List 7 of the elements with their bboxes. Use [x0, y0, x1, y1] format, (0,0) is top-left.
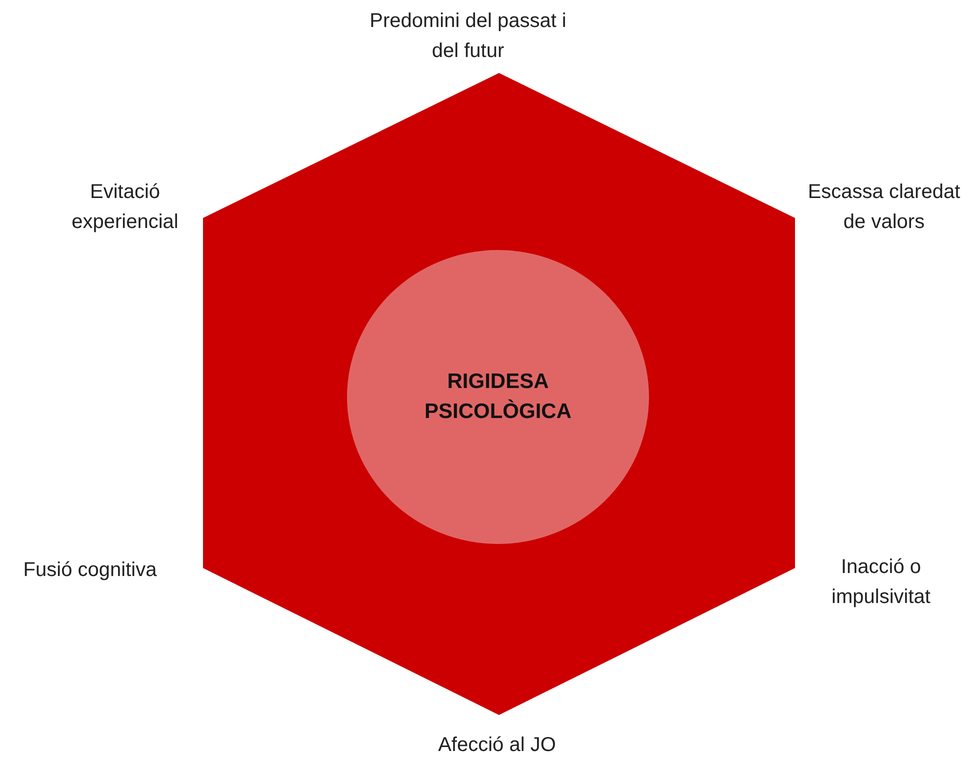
- vertex-label: Afecció al JO: [437, 733, 557, 758]
- vertex-label: Inacció o impulsivitat: [830, 555, 932, 610]
- vertex-label: Escassa claredat de valors: [806, 180, 962, 235]
- vertex-label: Evitació experiencial: [70, 180, 180, 235]
- vertex-label: Fusió cognitiva: [22, 558, 158, 583]
- vertex-label: Predomini del passat i del futur: [368, 9, 568, 64]
- center-title: RIGIDESA PSICOLÒGICA: [423, 369, 572, 425]
